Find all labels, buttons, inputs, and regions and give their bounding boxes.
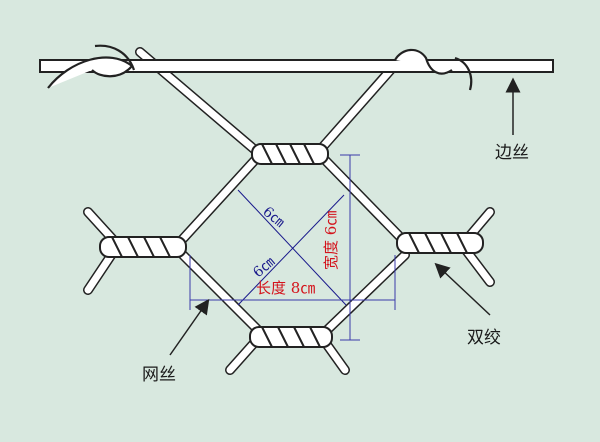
double-twist-label: 双绞	[467, 328, 501, 348]
diag-upper-label: 6㎝	[259, 204, 287, 231]
diagonal-line-b	[237, 194, 345, 306]
edge-wire	[39, 44, 554, 91]
length-label: 长度 8㎝	[256, 279, 315, 297]
knot-bottom	[249, 326, 333, 348]
double-twist-arrow	[434, 262, 491, 316]
mesh-wire-arrow	[169, 298, 210, 356]
diagonal-line-a	[237, 189, 347, 306]
diag-lower-label: 6㎝	[250, 254, 278, 281]
edge-wire-label: 边丝	[495, 143, 529, 163]
knot-left	[99, 236, 187, 258]
callout-arrows	[169, 77, 521, 356]
width-label: 宽度 6㎝	[322, 211, 340, 270]
mesh-wires	[83, 47, 495, 375]
knot-right	[396, 232, 484, 254]
mesh-wire-label: 网丝	[142, 365, 176, 385]
knot-top	[251, 143, 329, 165]
double-twist-knots	[99, 143, 484, 348]
dimension-lines	[189, 154, 396, 341]
